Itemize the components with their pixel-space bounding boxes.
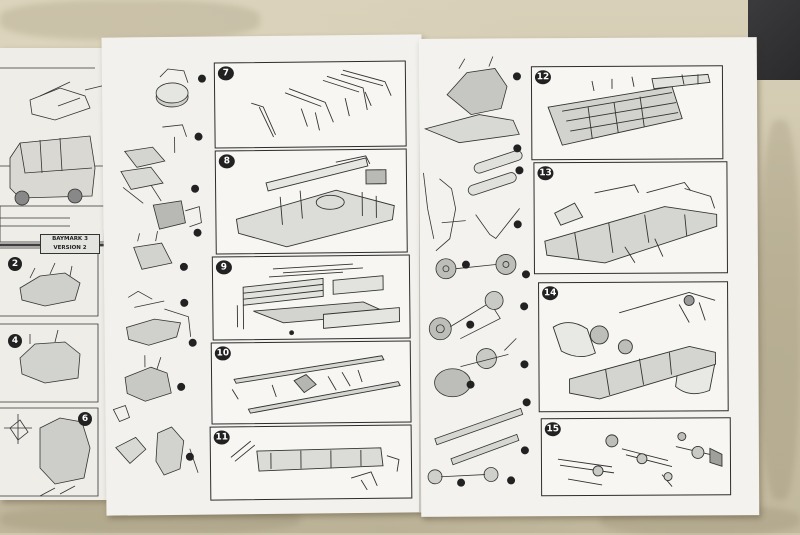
version-label-line1: BAYMARK 3	[52, 236, 88, 242]
step-panel-10: 10	[210, 340, 412, 425]
cloth-fold	[760, 120, 800, 500]
version-label-line2: VERSION 2	[53, 244, 87, 251]
step-11-drawing	[211, 425, 412, 499]
step-panel-7: 7	[213, 60, 407, 149]
version-label: BAYMARK 3 VERSION 2	[40, 234, 100, 254]
step-panel-14: 14	[538, 281, 729, 413]
step-8-drawing	[216, 150, 407, 254]
step-13-drawing	[534, 162, 727, 273]
step-panel-9: 9	[211, 254, 411, 341]
step-badge-4: 4	[8, 334, 22, 348]
step-14-drawing	[539, 282, 728, 411]
step-15-drawing	[542, 418, 730, 495]
left-sheet-drawings	[0, 48, 128, 500]
step-panel-13: 13	[533, 161, 728, 275]
step-10-drawing	[212, 341, 411, 423]
step-panel-11: 11	[209, 424, 413, 501]
step-panel-15: 15	[540, 417, 732, 497]
sheet-middle: 7 8 9	[101, 34, 427, 516]
middle-loose-parts	[102, 34, 206, 515]
step-9-drawing	[213, 255, 410, 339]
sheet-right: 12 13 14	[418, 37, 760, 517]
right-loose-parts	[419, 37, 531, 487]
step-badge-6: 6	[78, 412, 92, 426]
step-panel-12: 12	[530, 65, 724, 161]
step-panel-8: 8	[214, 148, 408, 255]
step-7-drawing	[215, 62, 406, 148]
step-badge-2: 2	[8, 257, 22, 271]
step-12-drawing	[532, 66, 722, 159]
cloth-fold	[0, 0, 260, 40]
